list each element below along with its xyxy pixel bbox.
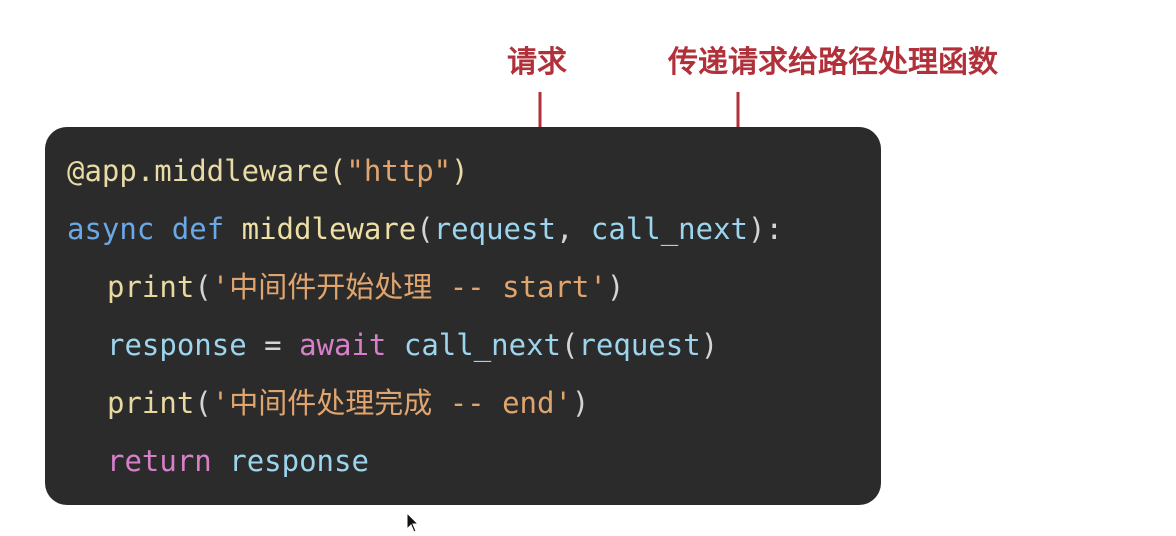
punct-token: (: [416, 212, 434, 246]
arg-request: request: [578, 328, 701, 362]
string-token: "http": [346, 154, 452, 188]
string-token: '中间件处理完成 -- end': [211, 386, 572, 420]
builtin-print: print: [107, 386, 195, 420]
await-keyword: await: [299, 328, 387, 362]
punct-token: (: [561, 328, 579, 362]
punct-token: (: [194, 386, 212, 420]
punct-token: ): [700, 328, 719, 362]
punct-token: ): [451, 154, 469, 188]
code-line-return: return response: [107, 447, 369, 476]
def-keyword: def: [171, 212, 225, 246]
param-call-next: call_next: [590, 212, 748, 246]
code-line-def: async def middleware(request, call_next)…: [67, 215, 783, 244]
return-keyword: return: [107, 444, 212, 478]
punct-token: ): [571, 386, 590, 420]
call-next-call: call_next: [403, 328, 561, 362]
function-name: middleware: [241, 212, 417, 246]
code-line-await: response = await call_next(request): [107, 331, 718, 360]
string-token: '中间件开始处理 -- start': [211, 270, 607, 304]
punct-token: =: [246, 328, 300, 362]
code-line-decorator: @app.middleware("http"): [67, 157, 469, 186]
code-line-print-end: print('中间件处理完成 -- end'): [107, 389, 589, 418]
punct-token: (: [194, 270, 212, 304]
annotation-pass-request-label: 传递请求给路径处理函数: [668, 45, 998, 80]
param-request: request: [433, 212, 556, 246]
annotation-request-label: 请求: [507, 45, 567, 80]
decorator-token: @app.middleware(: [67, 154, 347, 188]
punct-token: ,: [555, 212, 591, 246]
return-value: response: [229, 444, 369, 478]
code-line-print-start: print('中间件开始处理 -- start'): [107, 273, 624, 302]
code-block: @app.middleware("http") async def middle…: [45, 127, 881, 505]
builtin-print: print: [107, 270, 195, 304]
punct-token: ):: [748, 212, 783, 246]
mouse-pointer-icon: [406, 512, 420, 533]
async-keyword: async: [67, 212, 155, 246]
punct-token: ): [606, 270, 625, 304]
variable-response: response: [107, 328, 247, 362]
